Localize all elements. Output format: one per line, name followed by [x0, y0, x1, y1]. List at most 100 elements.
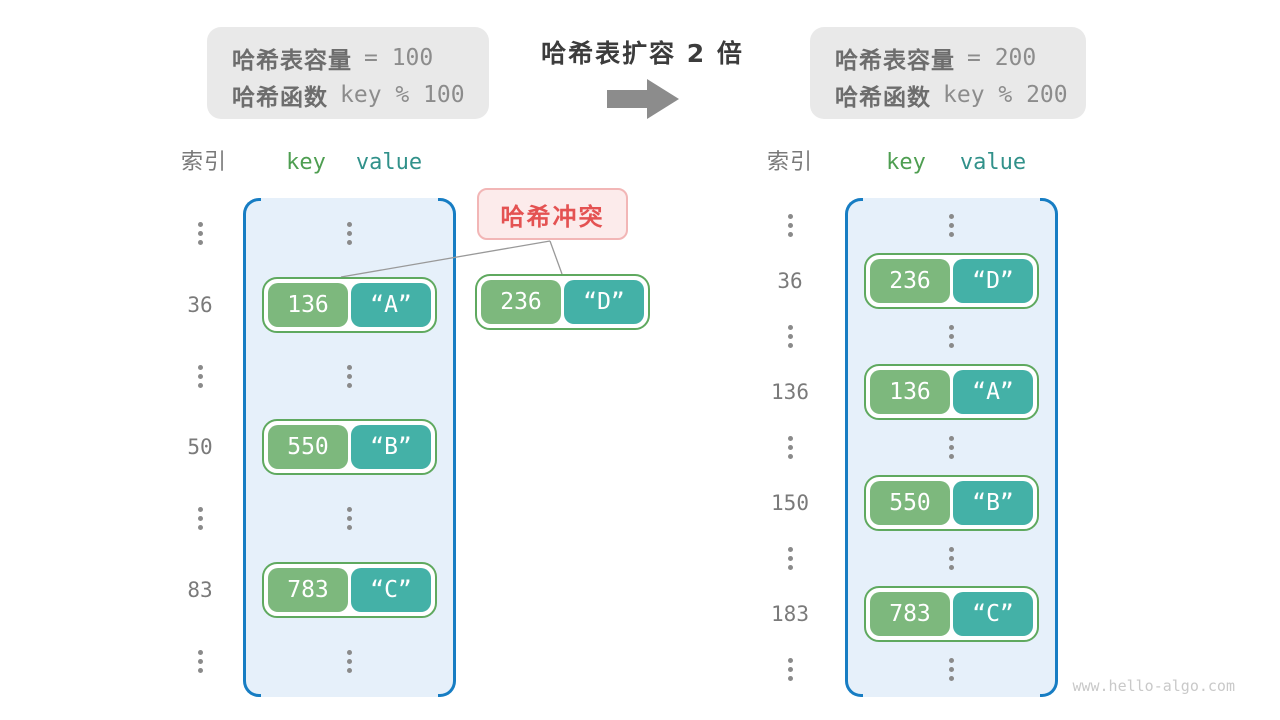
ellipsis-icon — [347, 364, 352, 388]
value-cell: “D” — [564, 280, 644, 324]
table-row — [243, 483, 456, 554]
index-row: 36 — [758, 253, 822, 308]
index-row — [758, 309, 822, 364]
key-cell: 550 — [268, 425, 348, 470]
hash-function-line: 哈希函数 key % 100 — [232, 76, 489, 113]
table-row — [243, 341, 456, 412]
key-cell: 236 — [481, 280, 561, 324]
key-value-pair: 136 “A” — [864, 364, 1039, 420]
hash-function-label: 哈希函数 — [835, 84, 931, 111]
table-row — [845, 642, 1058, 697]
table-row: 550 “B” — [845, 475, 1058, 531]
ellipsis-icon — [347, 507, 352, 531]
left-hash-table: 136 “A” 550 “B” 783 “C” — [243, 198, 456, 697]
table-row — [845, 198, 1058, 253]
table-row: 783 “C” — [845, 586, 1058, 642]
value-cell: “C” — [953, 592, 1033, 636]
key-cell: 783 — [268, 568, 348, 613]
key-value-pair: 136 “A” — [262, 276, 437, 333]
key-cell: 550 — [870, 481, 950, 525]
capacity-label: 哈希表容量 — [232, 47, 352, 74]
key-value-pair: 236 “D” — [475, 274, 650, 330]
ellipsis-icon — [787, 657, 793, 681]
capacity-line: 哈希表容量 = 100 — [232, 39, 489, 76]
hash-collision-badge: 哈希冲突 — [477, 188, 628, 240]
table-row: 136 “A” — [243, 269, 456, 340]
value-cell: “C” — [351, 568, 431, 613]
index-row: 150 — [758, 475, 822, 530]
ellipsis-icon — [787, 435, 793, 459]
right-index-column: 36 136 150 183 — [758, 198, 822, 697]
ellipsis-icon — [949, 547, 954, 570]
key-cell: 136 — [870, 370, 950, 414]
index-row — [168, 626, 232, 697]
ellipsis-icon — [197, 364, 203, 388]
index-row: 136 — [758, 364, 822, 419]
value-cell: “A” — [953, 370, 1033, 414]
index-row: 36 — [168, 269, 232, 340]
left-header-key: key — [286, 150, 326, 175]
index-row — [758, 531, 822, 586]
table-row: 236 “D” — [845, 253, 1058, 309]
transition-title: 哈希表扩容 2 倍 — [541, 39, 744, 68]
left-index-column: 36 50 83 — [168, 198, 232, 697]
index-label: 36 — [777, 269, 803, 294]
ellipsis-icon — [949, 436, 954, 459]
key-value-pair: 550 “B” — [864, 475, 1039, 531]
capacity-value: = 100 — [364, 44, 434, 71]
key-cell: 136 — [268, 282, 348, 327]
index-label: 183 — [771, 601, 809, 626]
hash-function-value: key % 100 — [340, 81, 465, 108]
table-row: 136 “A” — [845, 364, 1058, 420]
right-header-index: 索引 — [766, 150, 813, 175]
left-header-value: value — [355, 150, 423, 175]
index-label: 50 — [187, 435, 213, 460]
hash-function-value: key % 200 — [943, 81, 1068, 108]
ellipsis-icon — [787, 325, 793, 349]
right-header-value: value — [959, 150, 1027, 175]
key-value-pair: 783 “C” — [864, 586, 1039, 642]
value-cell: “A” — [351, 282, 431, 327]
ellipsis-icon — [347, 649, 352, 673]
left-header-index: 索引 — [180, 150, 227, 175]
index-row — [758, 420, 822, 475]
index-label: 83 — [187, 578, 213, 603]
index-label: 36 — [187, 292, 213, 317]
value-cell: “D” — [953, 259, 1033, 303]
table-row: 550 “B” — [243, 412, 456, 483]
value-cell: “B” — [953, 481, 1033, 525]
ellipsis-icon — [787, 214, 793, 238]
capacity-line: 哈希表容量= 200 — [835, 39, 1086, 76]
capacity-box-after: 哈希表容量= 200 哈希函数 key % 200 — [810, 27, 1086, 119]
capacity-value: = 200 — [967, 44, 1037, 71]
hash-function-line: 哈希函数 key % 200 — [835, 76, 1086, 113]
capacity-box-before: 哈希表容量 = 100 哈希函数 key % 100 — [207, 27, 489, 119]
index-row: 83 — [168, 554, 232, 625]
table-row — [243, 198, 456, 269]
hash-function-label: 哈希函数 — [232, 84, 328, 111]
ellipsis-icon — [949, 325, 954, 348]
right-header-key: key — [886, 150, 926, 175]
colliding-pair: 236 “D” — [475, 274, 650, 330]
ellipsis-icon — [197, 649, 203, 673]
index-row: 50 — [168, 412, 232, 483]
table-row — [845, 420, 1058, 475]
index-row — [168, 341, 232, 412]
index-row — [758, 642, 822, 697]
ellipsis-icon — [949, 214, 954, 237]
index-label: 150 — [771, 490, 809, 515]
index-row — [168, 483, 232, 554]
key-value-pair: 550 “B” — [262, 419, 437, 476]
ellipsis-icon — [197, 222, 203, 246]
index-row: 183 — [758, 586, 822, 641]
value-cell: “B” — [351, 425, 431, 470]
key-value-pair: 236 “D” — [864, 253, 1039, 309]
key-cell: 783 — [870, 592, 950, 636]
site-watermark: www.hello-algo.com — [1072, 677, 1235, 695]
table-row: 783 “C” — [243, 554, 456, 625]
key-cell: 236 — [870, 259, 950, 303]
table-row — [243, 626, 456, 697]
index-row — [168, 198, 232, 269]
